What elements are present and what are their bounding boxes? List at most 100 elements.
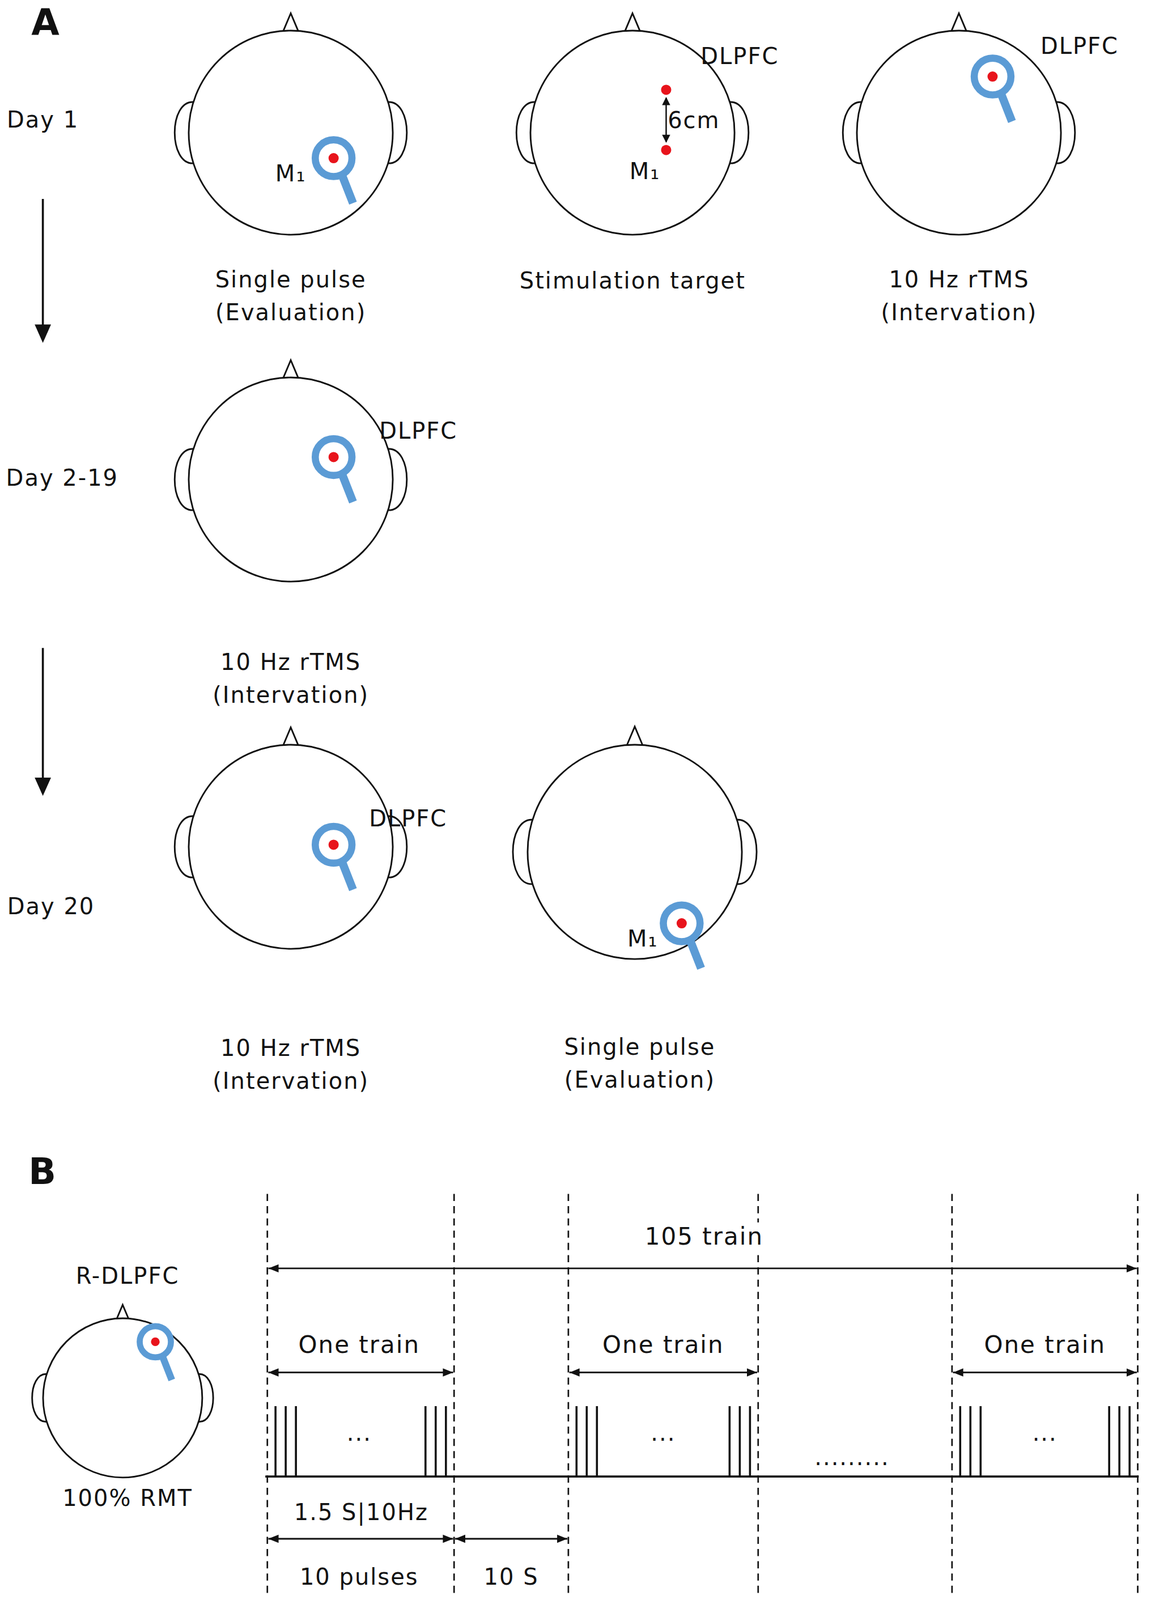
step-caption: Single pulse (Evaluation) <box>197 262 385 329</box>
pulse-line <box>434 1406 437 1477</box>
train-label: One train <box>981 1330 1108 1359</box>
span-arrows <box>268 1268 1137 1539</box>
coil-handle <box>162 1355 172 1380</box>
day-label: Day 1 <box>4 105 82 134</box>
target-dot <box>987 71 998 82</box>
head-circle <box>856 30 1061 235</box>
nose <box>950 13 968 33</box>
nose <box>626 726 644 747</box>
distance-arrowhead <box>662 96 671 105</box>
pulse-line <box>444 1406 448 1477</box>
pulse-line <box>596 1406 599 1477</box>
dashed-guide <box>757 1193 759 1594</box>
pulse-line <box>959 1406 962 1477</box>
span-arrow <box>268 1371 454 1374</box>
tms-coil <box>139 1326 172 1380</box>
tms-coil <box>315 438 354 503</box>
head-circle <box>188 30 393 235</box>
head-diagram: DLPFC10 Hz rTMS (Intervation) <box>188 744 393 949</box>
head-diagram: R-DLPFC100% RMT <box>43 1318 203 1478</box>
dashed-guide <box>453 1193 456 1594</box>
ellipsis: ... <box>1030 1419 1060 1447</box>
target-dot <box>328 153 339 164</box>
panel-label: B <box>26 1149 60 1194</box>
dashed-guide <box>266 1193 269 1594</box>
nose <box>624 13 641 33</box>
coil-ring <box>315 826 352 864</box>
pulse-line <box>969 1406 972 1477</box>
pulse-line <box>749 1406 752 1477</box>
target-label: M₁ <box>627 922 659 955</box>
tms-coil <box>974 58 1013 122</box>
ellipsis: ... <box>344 1419 375 1447</box>
target-label: M₁ <box>629 154 661 188</box>
coil-handle <box>341 473 354 502</box>
dashed-guide <box>1136 1193 1139 1594</box>
coil-ring <box>139 1326 171 1358</box>
nose <box>282 727 300 747</box>
head-drawing <box>188 744 393 949</box>
pulse-line <box>1128 1406 1131 1477</box>
span-arrow <box>569 1371 758 1374</box>
pulse-line <box>728 1406 732 1477</box>
head-circle <box>188 744 393 949</box>
head-outline <box>512 726 757 959</box>
head-drawing <box>43 1318 203 1478</box>
coil-ring <box>315 139 352 177</box>
head-diagram: DLPFC10 Hz rTMS (Intervation) <box>856 30 1061 235</box>
intensity-label: 100% RMT <box>62 1481 193 1515</box>
span-arrow <box>953 1371 1137 1374</box>
coil-handle <box>341 174 354 203</box>
dashed-guide <box>951 1193 954 1594</box>
pulse-line <box>294 1406 297 1477</box>
target-dot <box>150 1337 160 1346</box>
target-label: M₁ <box>275 156 307 190</box>
step-caption: 10 Hz rTMS (Intervation) <box>197 1031 385 1098</box>
coil-handle <box>341 861 354 890</box>
pulse-line <box>738 1406 742 1477</box>
train-label: One train <box>295 1330 423 1359</box>
head-circle <box>188 377 393 582</box>
head-outline <box>31 1304 213 1478</box>
head-drawing <box>856 30 1061 235</box>
nose <box>282 360 300 380</box>
head-circle <box>527 744 742 959</box>
distance-label: 6cm <box>667 103 720 137</box>
head-circle <box>43 1318 203 1478</box>
panel-label: A <box>28 0 63 45</box>
target-label: DLPFC <box>1040 29 1119 63</box>
span-arrow <box>455 1538 568 1540</box>
pulse-line <box>585 1406 589 1477</box>
head-diagram: M₁Single pulse (Evaluation) <box>527 744 742 959</box>
pulse-line <box>575 1406 579 1477</box>
coil-handle <box>689 939 702 968</box>
train-label: One train <box>600 1330 727 1359</box>
day-arrowhead <box>34 324 52 343</box>
target-dot <box>328 839 339 851</box>
target-label: R-DLPFC <box>75 1259 180 1293</box>
coil-ring <box>663 905 700 942</box>
target-dot <box>661 145 672 156</box>
target-dot <box>676 918 687 929</box>
target-label: DLPFC <box>368 801 448 835</box>
day-label: Day 2-19 <box>3 464 121 492</box>
target-dot <box>328 452 339 463</box>
coil-ring <box>315 438 352 476</box>
pulse-line <box>1118 1406 1121 1477</box>
pulse-line <box>274 1406 277 1477</box>
pulse-line <box>284 1406 287 1477</box>
tms-coil <box>315 826 354 890</box>
step-caption: 10 Hz rTMS (Intervation) <box>865 262 1053 329</box>
pulse-line <box>979 1406 983 1477</box>
head-drawing <box>188 30 393 235</box>
distance-arrowhead <box>662 134 671 143</box>
tms-coil <box>663 905 702 969</box>
target-dot <box>661 84 672 95</box>
dashed-guides <box>267 1193 1138 1594</box>
span-arrow <box>268 1267 1137 1269</box>
head-outline <box>174 13 407 235</box>
nose <box>282 13 300 33</box>
train-count: 105 train <box>642 1222 766 1251</box>
head-outline <box>174 360 407 583</box>
